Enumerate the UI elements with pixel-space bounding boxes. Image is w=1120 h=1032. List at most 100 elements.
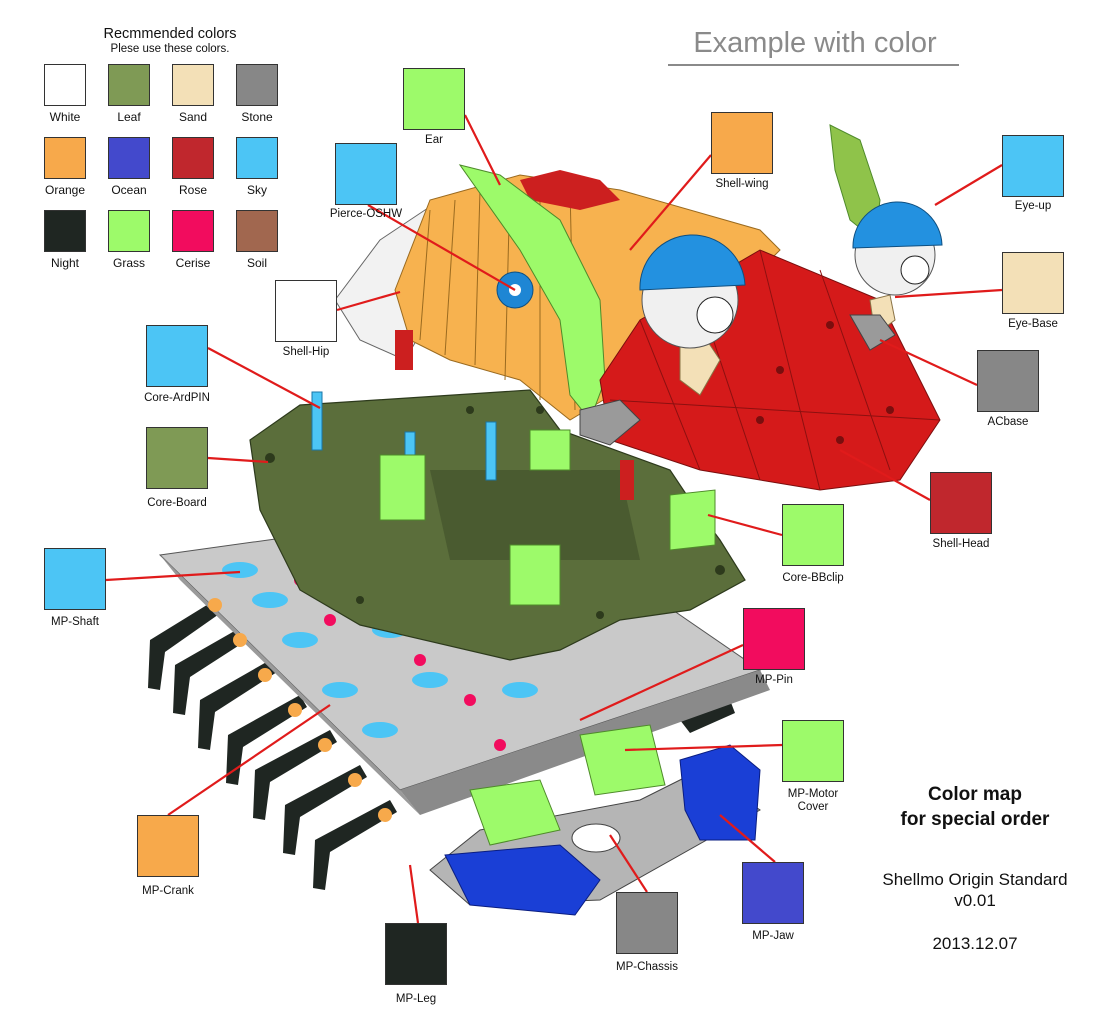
part-label: Ear [425,134,443,146]
red-connectors [520,170,620,210]
swatch-label: Leaf [117,110,141,124]
part-swatch-shell-hip [275,280,337,342]
swatch-night [44,210,86,252]
swatch-rose [172,137,214,179]
part-swatch-eye-base [1002,252,1064,314]
part-swatch-mp-pin [743,608,805,670]
part-label: MP-Motor Cover [787,788,839,813]
part-label: Pierce-OSHW [329,208,403,220]
part-swatch-mp-leg [385,923,447,985]
part-label: Core-Board [147,497,207,509]
part-swatch-shell-head [930,472,992,534]
leader-line [839,449,931,501]
swatch-label: Cerise [175,256,211,270]
leader-line [367,204,516,291]
part-label: MP-Jaw [752,930,794,942]
ear [458,164,606,421]
part-swatch-shell-wing [711,112,773,174]
leader-line [894,288,1003,299]
swatch-cell: Leaf [96,64,162,124]
swatch-label: Grass [112,256,145,270]
swatch-cell: White [32,64,98,124]
part-label: Shell-wing [715,178,769,190]
leader-lines [105,114,1003,924]
leader-line [167,704,331,816]
version: v0.01 [954,891,996,910]
eye-cap-1 [639,234,746,291]
example-title-underline [668,64,959,66]
swatch-sky [236,137,278,179]
leader-line [464,114,501,186]
color-map-title-line1: Color map [928,784,1022,805]
leader-line [207,347,321,409]
swatch-cell: Sand [160,64,226,124]
swatch-label: Soil [246,256,267,270]
part-swatch-mp-shaft [44,548,106,610]
part-label: Core-ArdPIN [144,392,210,404]
leader-line [707,513,783,537]
swatch-cerise [172,210,214,252]
color-map-title-line2: for special order [900,809,1050,830]
part-label: MP-Crank [142,885,194,897]
swatch-cell: Night [32,210,98,270]
swatch-sand [172,64,214,106]
ac-base-1 [579,399,641,446]
swatch-ocean [108,137,150,179]
swatch-grass [108,210,150,252]
motor-cover-1 [469,779,561,846]
leader-line [624,743,783,752]
leader-line [629,154,712,251]
example-title: Example with color [693,27,937,59]
part-swatch-acbase [977,350,1039,412]
part-label: MP-Pin [755,674,793,686]
swatch-cell: Soil [224,210,290,270]
palette-title: Recmmended colors [103,26,237,42]
date: 2013.12.07 [932,934,1018,953]
part-label: ACbase [987,416,1029,428]
jaw-right [679,744,761,841]
part-swatch-pierce-oshw [335,143,397,205]
leader-line [336,290,401,312]
product-name: Shellmo Origin Standard [882,870,1068,889]
part-swatch-core-bbclip [782,504,844,566]
swatch-cell: Stone [224,64,290,124]
swatch-label: Orange [44,183,86,197]
part-label: MP-Shaft [51,616,99,628]
jaw-left [444,844,601,916]
leader-line [105,570,241,582]
part-label: Shell-Head [932,538,990,550]
part-label: Eye-Base [1008,318,1058,330]
eye-cap-2 [852,201,943,249]
swatch-white [44,64,86,106]
motor-cover-2 [579,724,666,796]
leader-line [207,456,269,464]
part-label: Shell-Hip [282,346,330,358]
swatch-label: Ocean [111,183,147,197]
swatch-cell: Cerise [160,210,226,270]
swatch-label: Sand [178,110,208,124]
swatch-label: Sky [246,183,267,197]
part-swatch-mp-jaw [742,862,804,924]
part-swatch-core-board [146,427,208,489]
part-label: Core-BBclip [782,572,844,584]
part-swatch-eye-up [1002,135,1064,197]
swatch-stone [236,64,278,106]
swatch-cell: Grass [96,210,162,270]
part-label: MP-Chassis [616,961,678,973]
part-swatch-core-ardpin [146,325,208,387]
leader-line [719,814,776,863]
part-swatch-mp-motor-cover [782,720,844,782]
swatch-cell: Rose [160,137,226,197]
swatch-soil [236,210,278,252]
part-swatch-mp-crank [137,815,199,877]
swatch-label: Rose [178,183,207,197]
palette-subtitle: Plese use these colors. [110,43,230,55]
leader-line [879,339,978,386]
swatch-label: White [49,110,81,124]
part-swatch-mp-chassis [616,892,678,954]
part-label: Eye-up [1014,200,1052,212]
part-label: MP-Leg [395,993,437,1005]
bb-clips [379,429,716,606]
